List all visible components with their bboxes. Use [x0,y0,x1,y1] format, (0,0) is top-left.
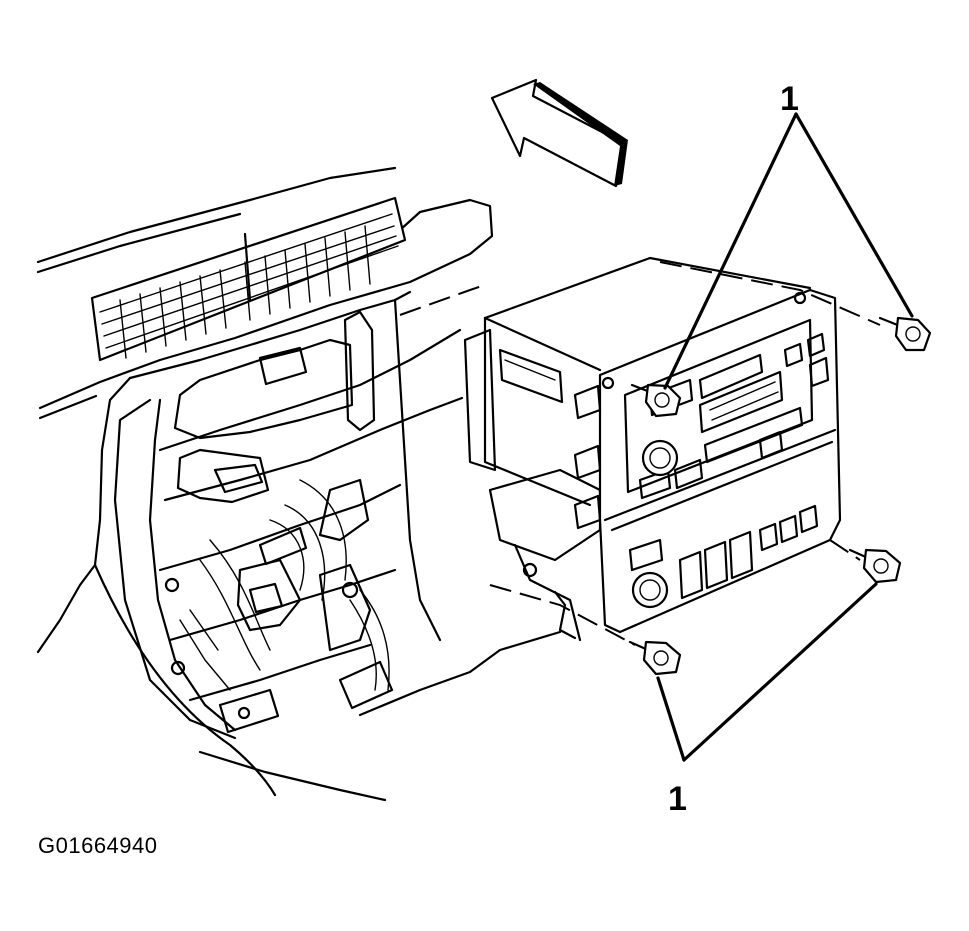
console-cavity [113,290,464,740]
callout-bottom: 1 [656,582,878,818]
dashboard-outline [36,166,562,802]
radio-chassis [463,256,812,642]
arrow-front-icon [490,78,628,188]
figure-id: G01664940 [38,833,158,858]
internal-brackets [164,310,394,734]
callout-top: 1 [663,80,914,390]
callout-label-top: 1 [780,80,799,118]
bolt-icon [630,383,682,418]
callout-label-bottom: 1 [668,780,687,818]
bolt-icon [628,640,682,676]
mounting-alignment-lines [399,261,881,646]
radio-faceplate [573,288,842,634]
bolt-icon [848,548,902,584]
air-vent [90,196,407,362]
bolt-icon [878,316,932,352]
